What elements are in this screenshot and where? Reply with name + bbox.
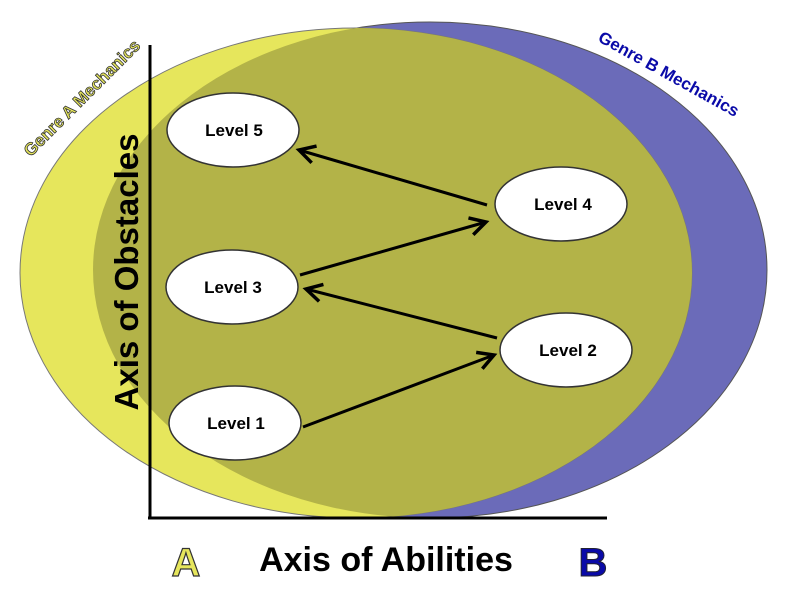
level-5-label: Level 5 xyxy=(205,121,263,140)
x-axis-right-marker: B xyxy=(579,541,608,585)
arrow-level3-to-level4 xyxy=(299,222,486,277)
y-axis-title: Axis of Obstacles xyxy=(108,134,145,411)
level-3-label: Level 3 xyxy=(204,278,262,297)
arrow-level2-to-level3 xyxy=(306,289,498,340)
level-4-node xyxy=(494,166,628,242)
level-4-label: Level 4 xyxy=(534,195,592,214)
level-3-node xyxy=(165,249,299,325)
level-2-node xyxy=(499,312,633,388)
level-2-label: Level 2 xyxy=(539,341,597,360)
arrow-level1-to-level2 xyxy=(302,355,494,429)
level-1-node xyxy=(168,385,302,461)
level-1-label: Level 1 xyxy=(207,414,265,433)
x-axis-title: Axis of Abilities xyxy=(259,541,513,579)
x-axis-left-marker: A xyxy=(172,541,201,585)
arrow-level4-to-level5 xyxy=(299,150,488,207)
level-5-node xyxy=(166,92,300,168)
